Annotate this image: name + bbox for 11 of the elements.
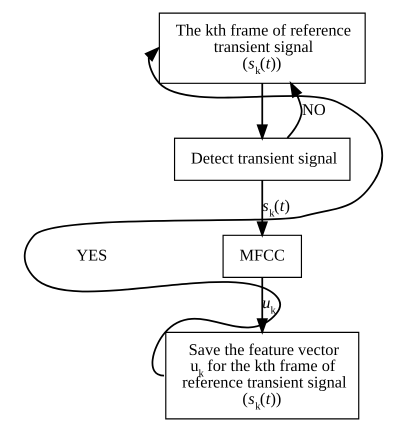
edge-label: NO	[302, 100, 326, 120]
edge-label: s$_{k}$(t)	[262, 196, 290, 220]
arrow	[256, 180, 268, 238]
label: YES	[76, 246, 107, 265]
node-box: The kth frame of reference transient signal (s$_{k}$(t))	[158, 12, 366, 84]
arrow	[256, 83, 268, 141]
node-box: Save the feature vector u$_{k}$ for the kth frame of reference transient signal (s$_{k}$(t))	[164, 332, 359, 420]
node-box: MFCC	[222, 234, 302, 278]
arrow	[286, 81, 302, 138]
node-box: Detect transient signal	[173, 138, 350, 181]
edge-label: u$_{k}$	[262, 293, 276, 317]
